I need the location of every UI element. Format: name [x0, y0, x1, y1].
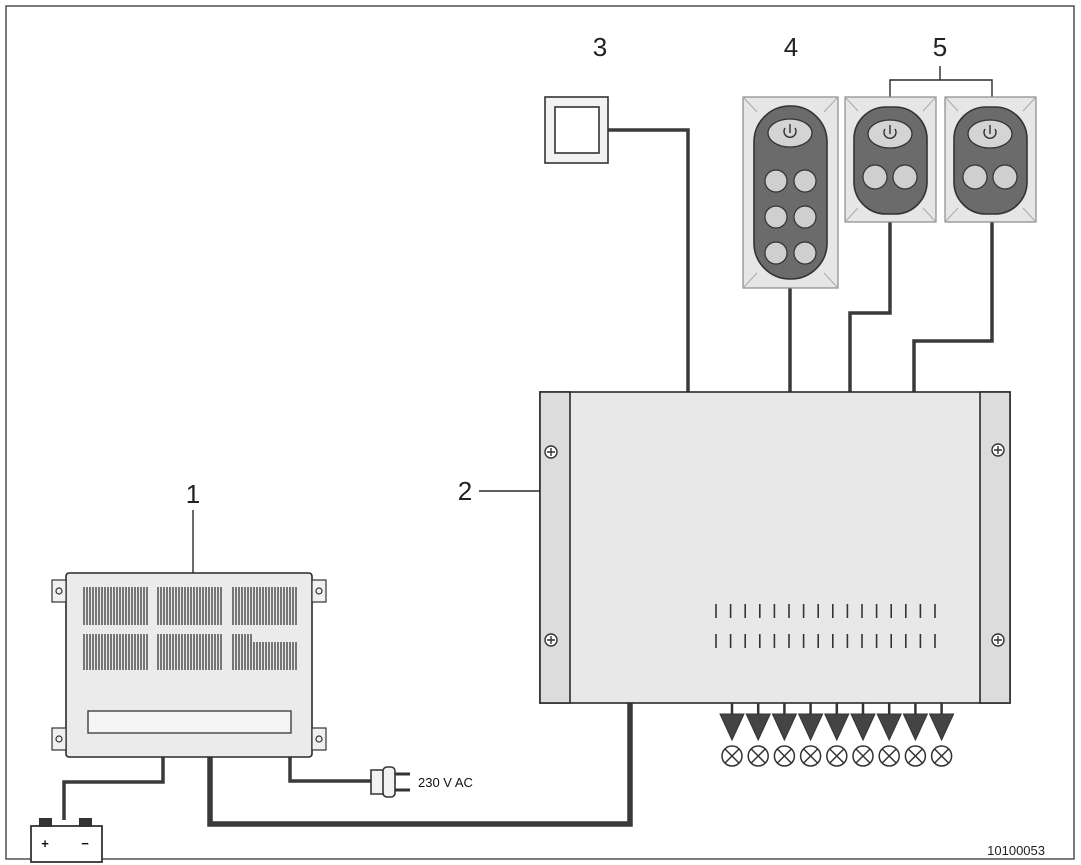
vent-grille — [157, 587, 222, 625]
output-arrow — [745, 713, 771, 742]
mains-voltage-label: 230 V AC — [418, 775, 473, 790]
control-unit — [539, 391, 1011, 704]
bracket-5 — [889, 66, 993, 97]
battery-plus-label: + — [41, 836, 49, 851]
screw-icon — [544, 445, 558, 459]
screw-icon — [991, 633, 1005, 647]
output-arrow — [928, 713, 955, 742]
figure-code: 10100053 — [987, 843, 1045, 858]
label-3: 3 — [593, 32, 607, 62]
wire-sub-panel-2-to-unit — [912, 222, 994, 392]
lamp-icon — [826, 745, 848, 767]
battery-minus-label: − — [81, 836, 89, 851]
lamp-icon — [773, 745, 796, 767]
label-1: 1 — [186, 479, 200, 509]
output-arrow — [876, 713, 902, 742]
lamp-icon — [852, 745, 874, 767]
screw-icon — [991, 443, 1005, 457]
screw-icons — [544, 443, 1005, 647]
label-2: 2 — [458, 476, 472, 506]
label-4: 4 — [784, 32, 798, 62]
vent-grille — [232, 634, 297, 670]
vent-grille — [157, 634, 222, 670]
screw-icon — [544, 633, 558, 647]
output-arrow — [850, 713, 876, 742]
lamp-icon — [799, 745, 822, 767]
figure-frame — [5, 5, 1075, 860]
battery-icon — [30, 818, 103, 863]
output-arrow — [902, 713, 929, 742]
wire-switch-to-unit — [608, 128, 690, 392]
output-arrow — [771, 713, 798, 742]
label-5: 5 — [933, 32, 947, 62]
power-icon — [883, 125, 897, 139]
vent-grille — [232, 587, 297, 625]
sub-panel-1 — [844, 96, 937, 223]
lamp-icon — [721, 745, 743, 767]
lamp-icon — [747, 745, 769, 767]
power-icon — [983, 125, 997, 139]
charger-vent-grilles — [83, 587, 297, 670]
wire-sub-panel-1-to-unit — [848, 222, 892, 392]
main-control-panel — [742, 96, 839, 289]
output-arrow — [719, 713, 745, 742]
vent-grille — [83, 634, 148, 670]
vent-slots — [715, 604, 936, 648]
power-icon — [783, 124, 797, 138]
sub-panel-2 — [944, 96, 1037, 223]
lamp-icon — [930, 745, 953, 767]
wire-unit-to-charger — [207, 703, 633, 827]
mains-plug-icon — [370, 766, 410, 798]
output-arrow — [824, 713, 850, 742]
lamp-icon — [904, 745, 927, 767]
wire-charger-to-battery — [62, 757, 165, 820]
output-arrows-and-lamps — [719, 703, 955, 767]
wall-switch — [544, 96, 609, 164]
vent-grille — [83, 587, 148, 625]
wire-charger-to-mains — [288, 757, 371, 783]
lamp-icon — [878, 745, 900, 767]
output-arrow — [797, 713, 824, 742]
